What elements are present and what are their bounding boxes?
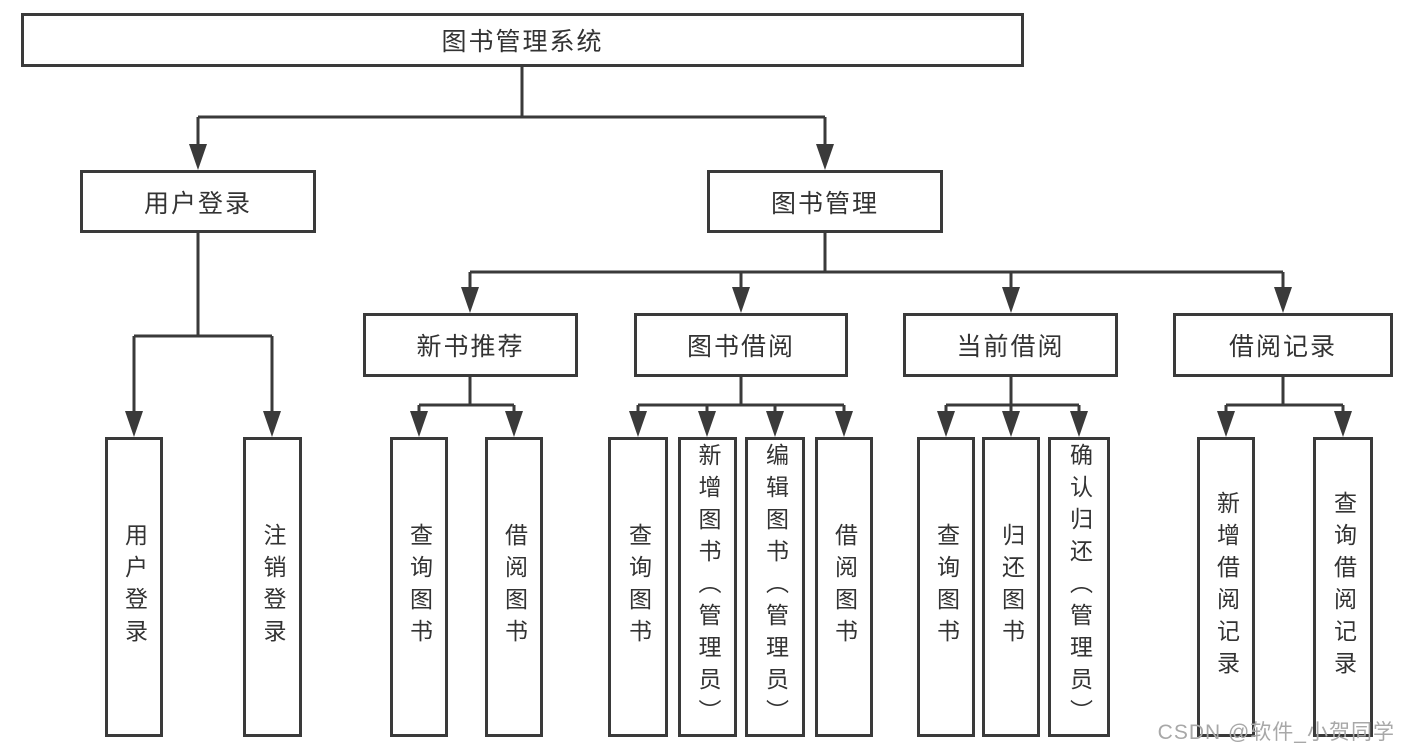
node-new-book-recommend-label: 新书推荐 [416, 333, 525, 361]
leaf-logout-label: 注销登录 [260, 523, 286, 651]
leaf-borrow-query-books-label: 查询图书 [625, 523, 652, 651]
leaf-add-borrow-record-label: 新增借阅记录 [1213, 491, 1240, 683]
node-book-borrowing: 图书借阅 [634, 313, 848, 377]
node-book-borrowing-label: 图书借阅 [686, 333, 795, 361]
leaf-confirm-return-admin-label: 确认归还（管理员） [1066, 443, 1093, 731]
leaf-add-borrow-record: 新增借阅记录 [1197, 437, 1255, 737]
node-borrowing-records-label: 借阅记录 [1228, 333, 1337, 361]
node-current-borrowing-label: 当前借阅 [956, 333, 1065, 361]
leaf-user-login-label: 用户登录 [121, 523, 148, 651]
node-book-management-label: 图书管理 [770, 189, 879, 218]
connector-user-login-to-leaves [125, 233, 281, 437]
node-library-system-label: 图书管理系统 [441, 28, 604, 56]
connector-book-borrow-to-leaves [629, 377, 853, 437]
node-book-management: 图书管理 [707, 170, 943, 233]
leaf-edit-books-admin: 编辑图书（管理员） [745, 437, 805, 737]
node-user-login: 用户登录 [80, 170, 316, 233]
leaf-borrow-query-books: 查询图书 [608, 437, 668, 737]
leaf-add-books-admin-label: 新增图书（管理员） [695, 443, 721, 731]
leaf-current-query-books: 查询图书 [917, 437, 975, 737]
leaf-recommend-borrow-books: 借阅图书 [485, 437, 543, 737]
node-borrowing-records: 借阅记录 [1173, 313, 1393, 377]
leaf-borrow-books: 借阅图书 [815, 437, 873, 737]
connector-book-mgmt-to-level3 [461, 233, 1292, 313]
leaf-logout: 注销登录 [243, 437, 302, 737]
node-current-borrowing: 当前借阅 [903, 313, 1118, 377]
leaf-query-borrow-record: 查询借阅记录 [1313, 437, 1373, 737]
leaf-add-books-admin: 新增图书（管理员） [678, 437, 737, 737]
leaf-return-books: 归还图书 [982, 437, 1040, 737]
connector-new-books-to-leaves [410, 377, 523, 437]
connector-current-borrow-to-leaves [937, 377, 1088, 437]
leaf-borrow-books-label: 借阅图书 [831, 523, 858, 651]
leaf-recommend-query-books: 查询图书 [390, 437, 448, 737]
node-library-system: 图书管理系统 [21, 13, 1024, 67]
csdn-watermark: CSDN @软件_小贺同学 [1157, 721, 1395, 744]
leaf-recommend-borrow-books-label: 借阅图书 [501, 523, 528, 651]
node-user-login-label: 用户登录 [143, 189, 252, 218]
connector-root-to-level2 [189, 67, 834, 170]
leaf-recommend-query-books-label: 查询图书 [406, 523, 433, 651]
leaf-edit-books-admin-label: 编辑图书（管理员） [762, 443, 789, 731]
leaf-return-books-label: 归还图书 [998, 523, 1025, 651]
leaf-confirm-return-admin: 确认归还（管理员） [1048, 437, 1110, 737]
node-new-book-recommend: 新书推荐 [363, 313, 578, 377]
leaf-current-query-books-label: 查询图书 [933, 523, 960, 651]
leaf-query-borrow-record-label: 查询借阅记录 [1330, 491, 1357, 683]
leaf-user-login: 用户登录 [105, 437, 163, 737]
connector-borrow-records-to-leaves [1217, 377, 1352, 437]
